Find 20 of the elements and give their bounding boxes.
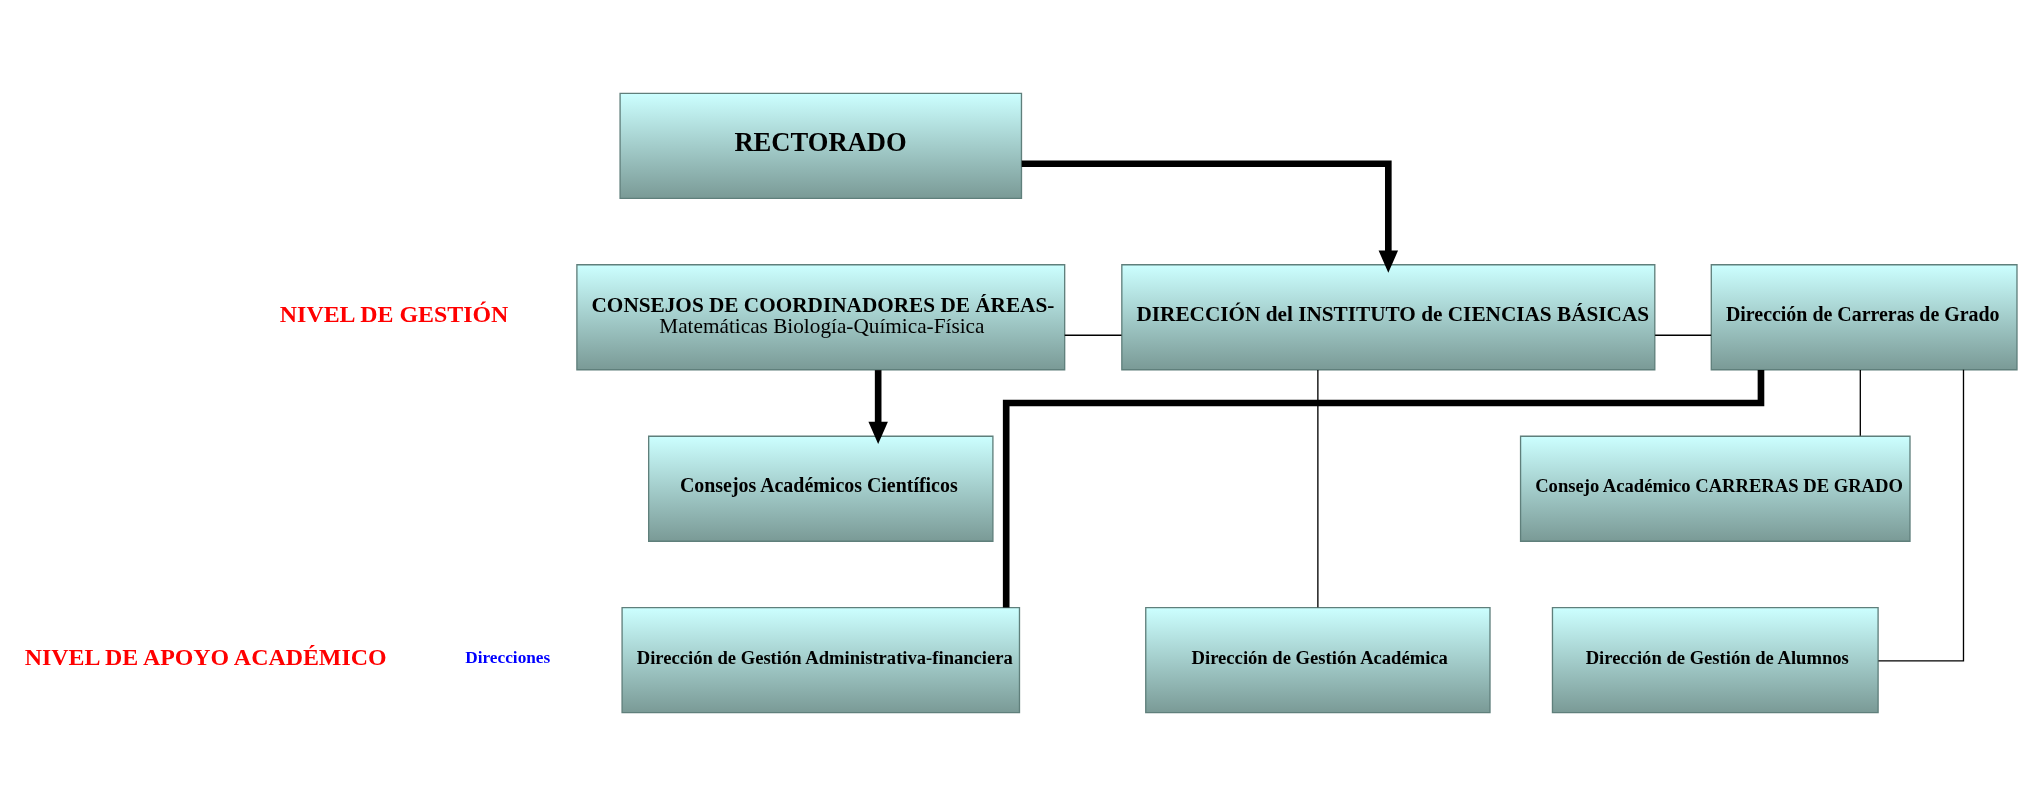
arrow — [1021, 159, 1399, 273]
node-box: CONSEJOS DE COORDINADORES DE ÁREAS- Matemáticas Biología-Química-Física — [576, 263, 1066, 370]
label: NIVEL DE GESTIÓN — [279, 300, 509, 327]
label: Direcciones — [465, 647, 551, 667]
connector — [1317, 368, 1319, 608]
node-box: Dirección de Carreras de Grado — [1710, 263, 2018, 370]
arrow — [868, 369, 888, 444]
node-box: Dirección de Gestión Académica — [1145, 606, 1491, 713]
connector — [1877, 368, 1965, 661]
label: NIVEL DE APOYO ACADÉMICO — [24, 643, 387, 670]
connector — [1654, 334, 1712, 336]
node-box: Dirección de Gestión de Alumnos — [1551, 606, 1879, 713]
node-box: Consejos Académicos Científicos — [648, 435, 994, 542]
connector — [1064, 334, 1123, 336]
node-box: Consejo Académico CARRERAS DE GRADO — [1519, 435, 1911, 542]
node-box: DIRECCIÓN del INSTITUTO de CIENCIAS BÁSICAS — [1121, 263, 1656, 370]
node-box: RECTORADO — [619, 92, 1023, 199]
connector — [1002, 369, 1765, 607]
connector — [1859, 368, 1861, 436]
node-box: Dirección de Gestión Administrativa-financiera — [621, 606, 1021, 713]
